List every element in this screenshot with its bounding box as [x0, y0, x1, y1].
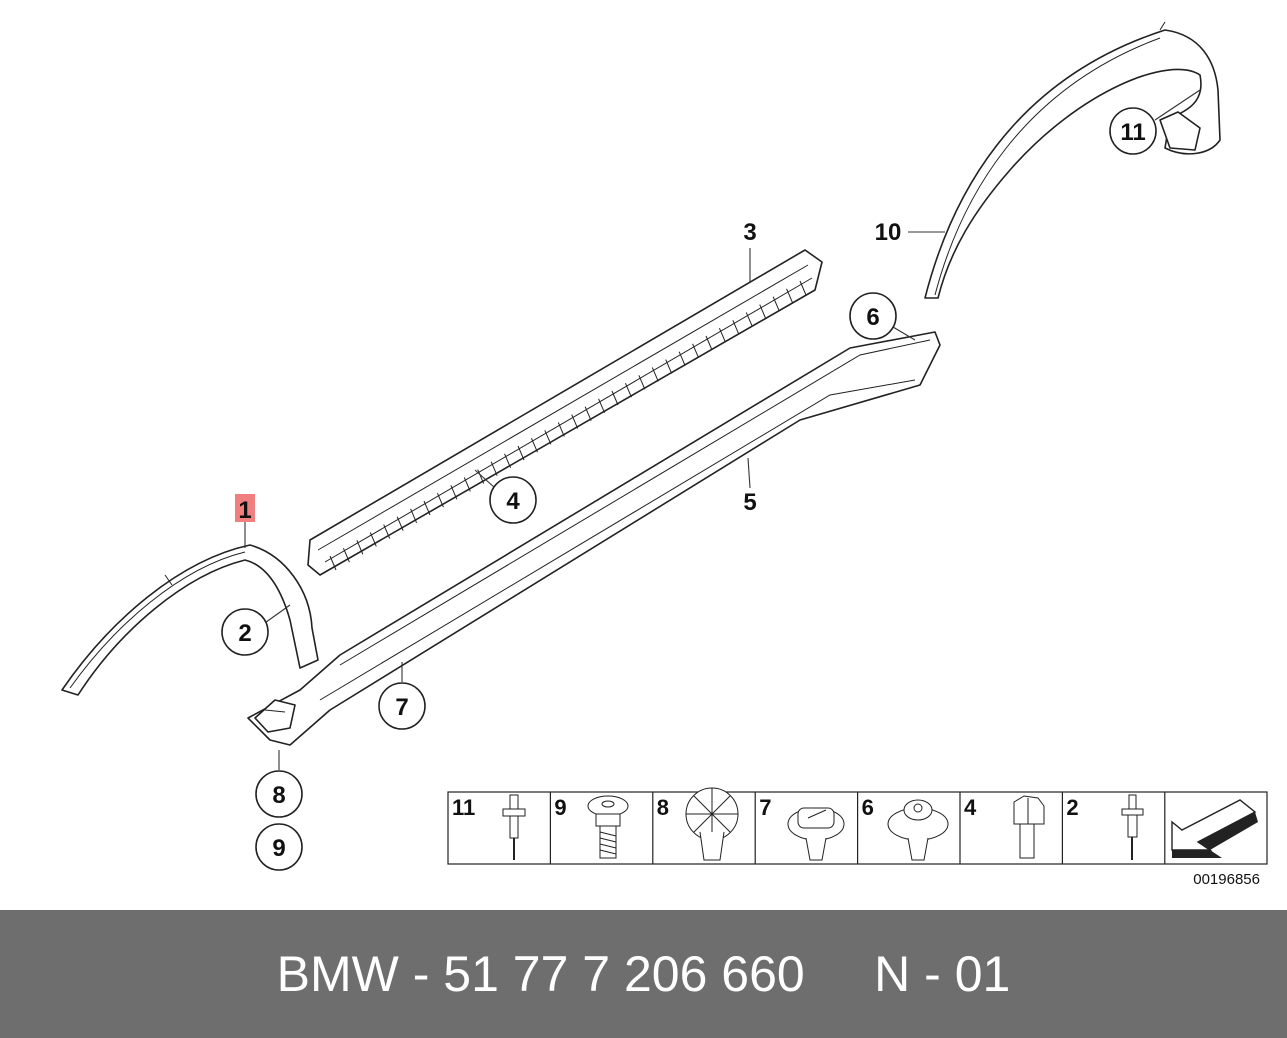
rivet-icon	[502, 794, 526, 860]
screw-icon	[587, 795, 629, 859]
callout-4: 4	[489, 476, 537, 524]
callout-3-label: 3	[743, 219, 756, 246]
sill-mounting-strip	[307, 249, 823, 576]
callout-8: 8	[255, 770, 303, 818]
fastener-legend: 11 9 8 7 6 4 2	[447, 787, 1268, 865]
callout-7-label: 7	[395, 694, 408, 721]
callout-4-label: 4	[506, 488, 520, 515]
legend-item-2-label: 2	[1066, 795, 1078, 820]
callout-2: 2	[221, 608, 269, 656]
hex-bolt-icon	[1013, 795, 1045, 859]
legend-item-11-label: 11	[452, 795, 475, 820]
callout-9: 9	[255, 823, 303, 871]
callout-2-label: 2	[238, 620, 251, 647]
leader-lines	[244, 89, 1201, 770]
front-wheel-arch-trim	[61, 544, 319, 696]
diagram-reference-number: 00196856	[1193, 871, 1260, 888]
part-number-title: BMW - 51 77 7 206 660 N - 01	[276, 946, 1011, 1002]
callout-10-label: 10	[875, 219, 902, 246]
callout-7: 7	[378, 682, 426, 730]
callout-9-label: 9	[272, 835, 285, 862]
callout-8-label: 8	[272, 782, 285, 809]
callout-5-label: 5	[743, 489, 756, 516]
rear-wheel-arch-trim	[924, 21, 1221, 299]
side-sill-trim	[247, 331, 941, 746]
blind-rivet-icon	[1121, 794, 1144, 860]
parts-diagram: 1 3 5 10 2 4 6 7 8 9 11 11 9 8 7 6 4 2	[61, 21, 1268, 888]
expanding-clip-icon	[685, 787, 739, 861]
legend-item-7-label: 7	[759, 795, 771, 820]
callout-11-label: 11	[1120, 119, 1145, 146]
legend-item-6-label: 6	[862, 795, 874, 820]
callout-1-label: 1	[238, 497, 251, 524]
plastic-nut-icon	[787, 807, 845, 861]
legend-item-4-label: 4	[964, 795, 977, 820]
legend-item-9-label: 9	[554, 795, 566, 820]
footer-bar: BMW - 51 77 7 206 660 N - 01	[0, 910, 1287, 1038]
push-clip-icon	[887, 799, 949, 861]
callout-1-highlight	[235, 494, 255, 522]
callout-11: 11	[1109, 107, 1157, 155]
callout-6: 6	[849, 292, 897, 340]
callout-6-label: 6	[866, 304, 879, 331]
callout-1: 1	[235, 494, 255, 524]
legend-item-8-label: 8	[657, 795, 669, 820]
direction-arrow-icon	[1171, 799, 1258, 858]
